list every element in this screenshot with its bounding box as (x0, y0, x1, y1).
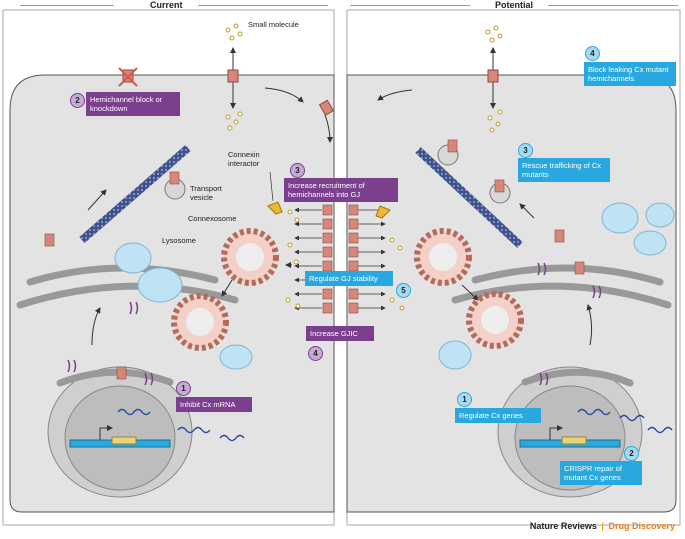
left-header-rule (20, 5, 114, 6)
current-step-3-box: Increase recruitment of hemichannels int… (284, 178, 398, 202)
current-step-2-box: Hemichannel block or knockdown (86, 92, 180, 116)
potential-step-5-number: 5 (396, 283, 411, 298)
left-header-rule-2 (198, 5, 328, 6)
potential-step-1-box: Regulate Cx genes (455, 408, 541, 423)
left-panel-title: Current (150, 0, 183, 10)
current-step-1-box: Inhibit Cx mRNA (176, 397, 252, 412)
left-nucleus (47, 366, 193, 498)
transport-vesicle-label: Transport vesicle (190, 184, 222, 202)
current-step-1-number: 1 (176, 381, 191, 396)
potential-step-4-box: Block leaking Cx mutant hemichannels (584, 62, 676, 86)
mrna-squiggles (117, 408, 673, 442)
small-molecule-label: Small molecule (248, 20, 299, 29)
potential-step-5-box: Regulate GJ stability (305, 271, 393, 286)
lysosomes (114, 202, 675, 370)
potential-step-2-number: 2 (624, 446, 639, 461)
microtubule-left (79, 144, 191, 244)
potential-step-2-box: CRISPR repair of mutant Cx genes (560, 461, 642, 485)
er-connexins (67, 262, 602, 386)
journal-credit: Nature Reviews | Drug Discovery (530, 521, 675, 531)
connexin-interactor-label: Connexin interactor (228, 150, 260, 168)
current-step-2-number: 2 (70, 93, 85, 108)
connexosomes (171, 228, 524, 351)
connexosome-label: Connexosome (188, 214, 237, 223)
current-step-4-box: Increase GJIC (306, 326, 374, 341)
right-panel-title: Potential (495, 0, 534, 10)
microtubule-right (415, 147, 523, 248)
credit-separator: | (601, 521, 604, 531)
trafficking-arrows (87, 87, 593, 346)
potential-step-1-number: 1 (457, 392, 472, 407)
block-icon (118, 67, 138, 87)
small-molecule-dots (225, 23, 503, 311)
hemichannels-misc (44, 139, 585, 380)
potential-step-3-number: 3 (518, 143, 533, 158)
golgi-right (451, 264, 672, 387)
journal-name: Nature Reviews (529, 521, 597, 531)
connexin-interactor-shapes (267, 201, 391, 219)
right-header-rule (350, 5, 470, 6)
potential-step-3-box: Rescue trafficking of Cx mutants (518, 158, 610, 182)
current-step-4-number: 4 (308, 346, 323, 361)
current-step-3-number: 3 (290, 163, 305, 178)
lysosome-label: Lysosome (162, 236, 196, 245)
journal-section: Drug Discovery (608, 521, 675, 531)
potential-step-4-number: 4 (585, 46, 600, 61)
right-header-rule-2 (548, 5, 678, 6)
